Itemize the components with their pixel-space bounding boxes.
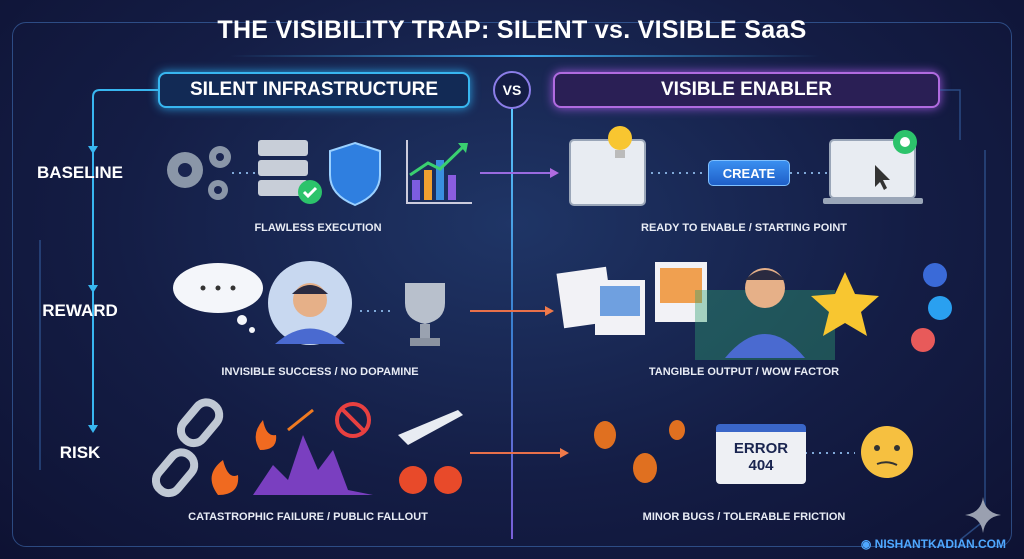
happy-person-icon <box>695 268 835 360</box>
caption-tangible-output: TANGIBLE OUTPUT / WOW FACTOR <box>648 366 840 378</box>
header-silent-infrastructure: SILENT INFRASTRUCTURE <box>158 72 470 108</box>
caption-minor-bugs: MINOR BUGS / TOLERABLE FRICTION <box>642 511 846 523</box>
page-title: THE VISIBILITY TRAP: SILENT vs. VISIBLE … <box>217 16 807 44</box>
frame-border <box>12 22 1012 547</box>
gears-icon <box>167 146 231 200</box>
reward-left-icons <box>173 261 445 346</box>
risk-left-icons <box>151 398 463 498</box>
fire-icon <box>211 420 277 495</box>
header-visible-enabler: VISIBLE ENABLER <box>553 72 940 108</box>
star-icon <box>811 272 879 336</box>
growth-chart-icon <box>406 140 472 204</box>
thought-cloud-icon <box>173 263 263 333</box>
baseline-right-icons <box>569 126 923 206</box>
confused-face-icon <box>861 426 913 478</box>
broken-chain-icon <box>151 398 224 498</box>
no-signal-icon <box>335 402 371 438</box>
title-divider <box>230 55 820 57</box>
caption-flawless-execution: FLAWLESS EXECUTION <box>254 222 382 234</box>
row-label-risk: RISK <box>59 443 101 462</box>
facebook-icon <box>923 263 947 287</box>
shield-icon <box>329 141 381 207</box>
error-404-window: ERROR 404 <box>716 424 806 484</box>
neutral-person-icon <box>268 261 352 345</box>
sparkle-icon <box>965 497 1001 533</box>
create-button: CREATE <box>708 160 790 186</box>
reward-right-icons <box>556 262 952 360</box>
error-line-2: 404 <box>748 457 774 474</box>
photo-cards-icon <box>556 262 707 335</box>
center-divider <box>511 109 513 539</box>
lightbulb-screen-icon <box>569 126 646 206</box>
error-line-1: ERROR <box>733 440 789 457</box>
baseline-left-icons <box>167 140 472 207</box>
crash-chart-icon <box>253 408 373 495</box>
row-label-reward: REWARD <box>42 301 118 320</box>
credit-link[interactable]: ◉ NISHANTKADIAN.COM <box>860 537 1006 551</box>
caption-catastrophic-failure: CATASTROPHIC FAILURE / PUBLIC FALLOUT <box>188 511 428 523</box>
row-label-baseline: BASELINE <box>37 163 123 182</box>
caption-ready-to-enable: READY TO ENABLE / STARTING POINT <box>641 222 847 234</box>
airplane-icon <box>398 410 463 445</box>
trophy-icon <box>405 283 445 346</box>
risk-right-icons <box>594 420 913 483</box>
caption-invisible-success: INVISIBLE SUCCESS / NO DOPAMINE <box>221 366 419 378</box>
server-check-icon <box>258 140 322 204</box>
share-icon <box>911 328 935 352</box>
bug-icon <box>594 420 685 483</box>
vs-badge: VS <box>493 71 531 109</box>
laptop-cursor-icon <box>823 130 923 204</box>
angry-face-icon <box>399 466 462 494</box>
twitter-icon <box>928 296 952 320</box>
credit-text: NISHANTKADIAN.COM <box>874 537 1006 551</box>
